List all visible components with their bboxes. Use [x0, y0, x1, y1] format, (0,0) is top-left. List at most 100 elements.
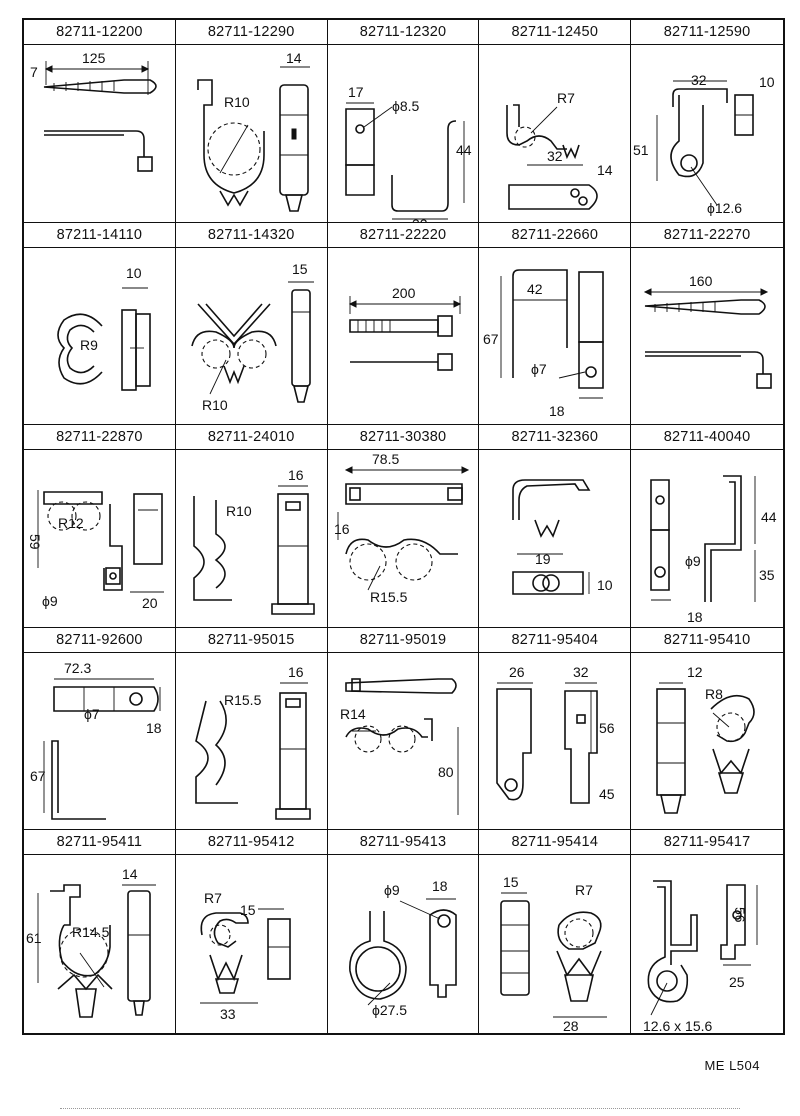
part-cell: 82711-12290 14 R10 — [175, 20, 328, 223]
dim-label: 14 — [597, 162, 613, 178]
part-number: 82711-12200 — [24, 20, 175, 45]
clamp-drawing: R7 32 14 — [506, 90, 613, 210]
dim-label: 78.5 — [372, 451, 399, 467]
part-number: 82711-12590 — [631, 20, 783, 45]
part-number: 82711-95019 — [327, 627, 479, 653]
clamp-drawing: R14 80 — [340, 677, 459, 815]
clamp-drawing: 72.3 ϕ7 18 67 — [30, 660, 162, 820]
clamp-drawing: 16 R10 — [192, 467, 315, 615]
dim-label: 200 — [392, 285, 416, 301]
dim-label: ϕ9 — [42, 593, 58, 609]
dim-label: R15.5 — [224, 692, 262, 708]
part-number: 82711-40040 — [631, 425, 783, 451]
clamp-drawing: 15 R10 — [191, 261, 314, 413]
dim-label: 61 — [26, 930, 42, 946]
clamp-drawing: 56 25 12.6 x 15.6 — [643, 880, 758, 1033]
dim-label: 18 — [432, 878, 448, 894]
clamp-drawing: 125 7 — [30, 50, 157, 172]
part-cell: 82711-32360 19 10 — [479, 425, 632, 628]
part-cell: 87211-14110 10 R9 — [24, 222, 176, 426]
clamp-drawing: R7 15 33 — [199, 890, 291, 1022]
dim-label: 15 — [503, 874, 519, 890]
dim-label: 42 — [527, 281, 543, 297]
dim-label: 14 — [122, 866, 138, 882]
dim-label: 80 — [438, 764, 454, 780]
clamp-drawing: 12 R8 — [656, 664, 755, 814]
bottom-divider — [60, 1108, 740, 1109]
part-number: 82711-92600 — [24, 627, 175, 653]
dim-label: 45 — [599, 786, 615, 802]
dim-label: 10 — [126, 265, 142, 281]
clamp-drawing: 42 67 ϕ7 18 — [483, 268, 605, 419]
dim-label: R9 — [80, 337, 98, 353]
part-number: 82711-95410 — [631, 627, 783, 653]
dim-label: R7 — [204, 890, 222, 906]
dim-label: 26 — [509, 664, 525, 680]
dim-label: 15 — [292, 261, 308, 277]
clamp-drawing: 160 — [644, 273, 772, 389]
dim-label: 10 — [759, 74, 775, 90]
part-cell: 82711-12590 32 10 51 ϕ12.6 — [631, 20, 783, 223]
part-number: 82711-95404 — [479, 627, 631, 653]
part-cell: 82711-22220 200 — [327, 222, 480, 426]
dim-label: 7 — [30, 64, 38, 80]
dim-label: ϕ7 — [84, 706, 100, 722]
dim-label: 20 — [142, 595, 158, 611]
clamp-drawing: 59 R12 ϕ9 20 — [27, 490, 164, 611]
part-cell: 82711-24010 16 R10 — [175, 425, 328, 628]
part-cell: 82711-12200 125 7 — [24, 20, 176, 223]
part-cell: 82711-95413 ϕ9 18 ϕ27.5 — [327, 830, 480, 1033]
part-number: 82711-95015 — [175, 627, 327, 653]
part-cell: 82711-30380 78.5 16 R15.5 — [327, 425, 480, 628]
dim-label: 160 — [689, 273, 713, 289]
dim-label: 32 — [573, 664, 589, 680]
part-number: 82711-12450 — [479, 20, 631, 45]
dim-label: 72.3 — [64, 660, 91, 676]
dim-label: ϕ7 — [531, 361, 547, 377]
dim-label: 67 — [30, 768, 46, 784]
dim-label: ϕ9 — [384, 882, 400, 898]
part-number: 82711-22660 — [479, 222, 631, 248]
dim-label: 17 — [348, 84, 364, 100]
part-number: 82711-12320 — [327, 20, 479, 45]
dim-label: 15 — [240, 902, 256, 918]
dim-label: R14 — [340, 706, 366, 722]
part-number: 82711-95413 — [327, 830, 479, 856]
dim-label: 67 — [483, 331, 499, 347]
clamp-drawing: 78.5 16 R15.5 — [334, 451, 469, 605]
dim-label: ϕ9 — [685, 553, 701, 569]
part-number: 82711-14320 — [175, 222, 327, 248]
dim-label: 16 — [334, 521, 350, 537]
part-number: 82711-22270 — [631, 222, 783, 248]
dim-label: R7 — [575, 882, 593, 898]
dim-label: 16 — [288, 467, 304, 483]
dim-label: 16 — [288, 664, 304, 680]
part-number: 82711-32360 — [479, 425, 631, 451]
dim-label: 12.6 x 15.6 — [643, 1018, 712, 1033]
dim-label: R14.5 — [72, 924, 110, 940]
dim-label: R10 — [202, 397, 228, 413]
part-number: 82711-30380 — [327, 425, 479, 451]
clamp-drawing: 26 32 56 45 — [496, 664, 615, 804]
dim-label: 18 — [146, 720, 162, 736]
part-cell: 82711-40040 44 ϕ9 35 18 — [631, 425, 783, 628]
dim-label: 32 — [547, 148, 563, 164]
dim-label: 32 — [691, 72, 707, 88]
dim-label: R10 — [226, 503, 252, 519]
dim-label: R15.5 — [370, 589, 408, 605]
part-cell: 82711-22660 42 67 ϕ7 18 — [479, 222, 632, 426]
part-number: 82711-22870 — [24, 425, 175, 451]
dim-label: 18 — [549, 403, 565, 419]
dim-label: 125 — [82, 50, 106, 66]
dim-label: R10 — [224, 94, 250, 110]
part-number: 82711-95412 — [175, 830, 327, 856]
clamp-drawing: 16 R15.5 — [194, 664, 311, 820]
dim-label: R7 — [557, 90, 575, 106]
clamp-drawing: ϕ9 18 ϕ27.5 — [348, 878, 457, 1018]
part-cell: 82711-92600 72.3 ϕ7 18 67 — [24, 627, 176, 831]
dim-label: ϕ8.5 — [392, 98, 420, 114]
part-cell: 82711-95417 56 25 12.6 x 15.6 — [631, 830, 783, 1033]
clamp-drawing: 32 10 51 ϕ12.6 — [633, 72, 775, 216]
clamp-drawing: 44 ϕ9 35 18 — [650, 475, 777, 625]
clamp-drawing: 19 10 — [512, 479, 613, 595]
